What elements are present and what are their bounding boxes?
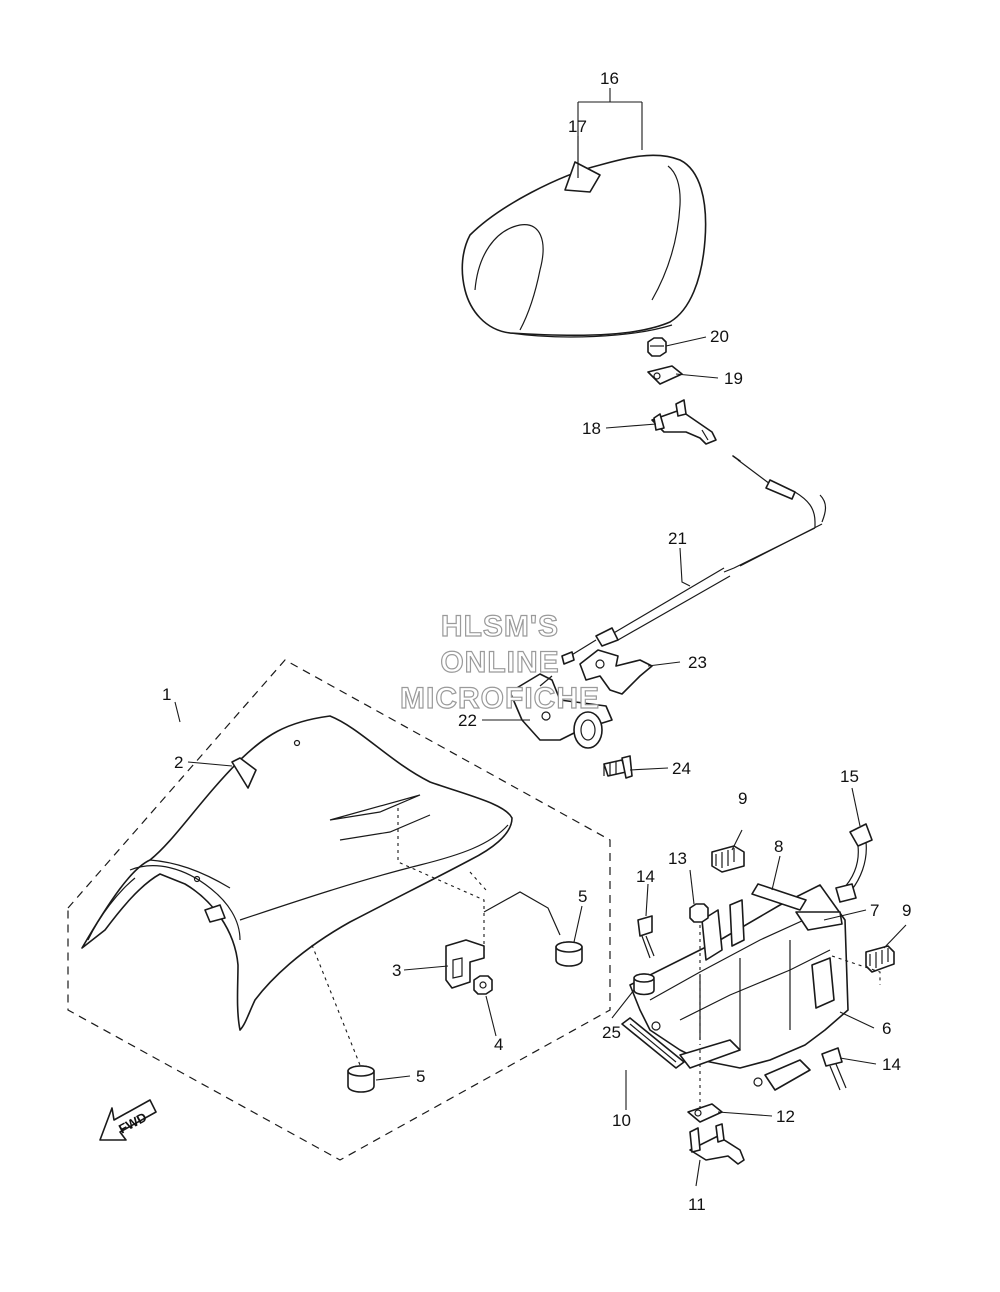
- callout-1: 1: [162, 685, 171, 704]
- callout-15: 15: [840, 767, 859, 786]
- watermark-line-3: MICROFICHE: [400, 682, 600, 715]
- nut-13[interactable]: [689, 903, 709, 923]
- callout-10: 10: [612, 1111, 631, 1130]
- strip-7[interactable]: [795, 911, 843, 931]
- callout-3: 3: [392, 961, 401, 980]
- callout-14-left: 14: [636, 867, 655, 886]
- damper-5-upper[interactable]: [555, 941, 583, 967]
- assembly-boundary: [67, 659, 611, 1161]
- callout-4: 4: [494, 1035, 503, 1054]
- bolt-14-right[interactable]: [821, 1047, 847, 1091]
- callout-22: 22: [458, 711, 477, 730]
- callout-23: 23: [688, 653, 707, 672]
- hook-bracket-18[interactable]: [651, 399, 717, 445]
- callout-20: 20: [710, 327, 729, 346]
- callout-14-right: 14: [882, 1055, 901, 1074]
- guide-line: [483, 891, 561, 936]
- rider-seat-assembly[interactable]: [461, 154, 707, 338]
- leader-lines: [174, 88, 907, 1187]
- seat-lock-22[interactable]: [509, 673, 613, 749]
- damper-25[interactable]: [633, 973, 655, 996]
- callout-labels: 16 17 20 19 18 21 23 22 24 1 2 3 4 5 5 6…: [162, 69, 911, 1214]
- seat-tab-17: [564, 161, 601, 193]
- plate-19[interactable]: [647, 365, 683, 385]
- callout-12: 12: [776, 1107, 795, 1126]
- watermark: HLSM'S ONLINE MICROFICHE: [399, 609, 600, 715]
- nut-20[interactable]: [647, 337, 667, 357]
- cable-holder-23[interactable]: [579, 649, 653, 695]
- callout-13: 13: [668, 849, 687, 868]
- guide-line: [469, 871, 487, 891]
- bolt-24[interactable]: [603, 755, 633, 779]
- callout-5-lower: 5: [416, 1067, 425, 1086]
- guide-line: [311, 944, 361, 1066]
- callout-6: 6: [882, 1019, 891, 1038]
- nut-4[interactable]: [473, 975, 493, 995]
- callout-21: 21: [668, 529, 687, 548]
- hook-11[interactable]: [689, 1123, 745, 1165]
- callout-7: 7: [870, 901, 879, 920]
- watermark-line-2: ONLINE: [440, 646, 559, 679]
- callout-5-upper: 5: [578, 887, 587, 906]
- callout-2: 2: [174, 753, 183, 772]
- block-9-upper[interactable]: [711, 845, 745, 873]
- watermark-line-1: HLSM'S: [441, 610, 559, 643]
- tab-2: [231, 757, 257, 789]
- callout-25: 25: [602, 1023, 621, 1042]
- callout-18: 18: [582, 419, 601, 438]
- guide-line: [831, 955, 881, 985]
- bracket-3[interactable]: [445, 939, 485, 989]
- seat-lock-cable-21[interactable]: [561, 455, 827, 665]
- callout-17: 17: [568, 117, 587, 136]
- fwd-label: FWD: [116, 1109, 149, 1136]
- plate-12[interactable]: [687, 1103, 723, 1123]
- rear-seat-cowl-1[interactable]: [81, 715, 513, 1031]
- rubber-strip-10[interactable]: [621, 1017, 685, 1069]
- tray-frame-6[interactable]: [629, 884, 849, 1091]
- callout-8: 8: [774, 837, 783, 856]
- callout-11: 11: [688, 1195, 706, 1214]
- damper-5-lower[interactable]: [347, 1065, 375, 1093]
- strip-8[interactable]: [751, 883, 807, 911]
- bolt-14-left[interactable]: [637, 915, 655, 959]
- callout-24: 24: [672, 759, 691, 778]
- callout-9-upper: 9: [738, 789, 747, 808]
- strap-15[interactable]: [835, 823, 873, 903]
- fwd-arrow-icon: FWD: [99, 1099, 157, 1141]
- callout-9-right: 9: [902, 901, 911, 920]
- block-9-right[interactable]: [865, 945, 895, 973]
- callout-19: 19: [724, 369, 743, 388]
- callout-16: 16: [600, 69, 619, 88]
